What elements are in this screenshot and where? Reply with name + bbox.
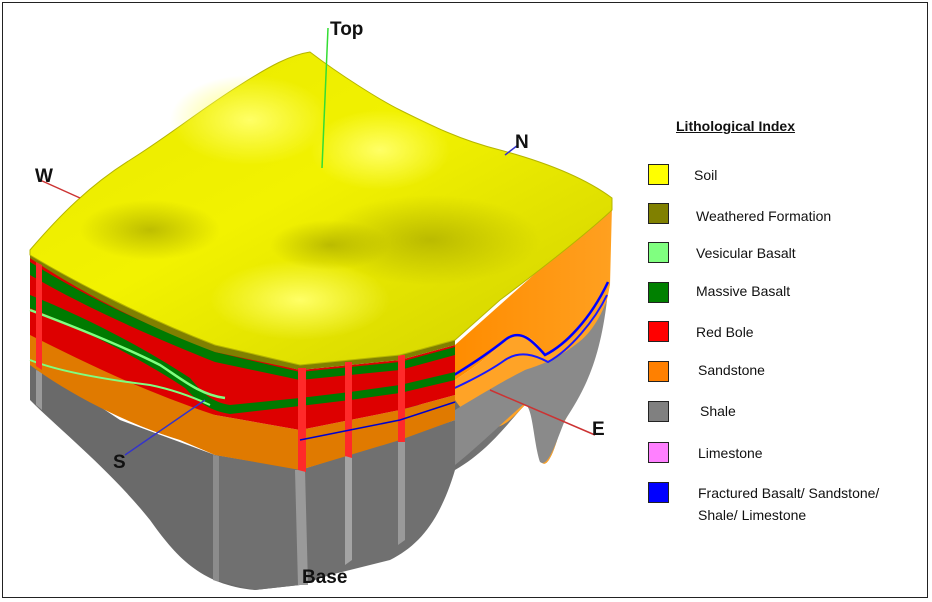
south-label: S bbox=[113, 452, 126, 473]
east-label: E bbox=[592, 419, 605, 440]
shale-streak bbox=[345, 455, 352, 565]
legend-label: Shale bbox=[700, 403, 736, 419]
shale-east-lower bbox=[455, 300, 607, 465]
legend-swatch bbox=[648, 321, 669, 342]
base-label: Base bbox=[302, 567, 347, 588]
shale-streak bbox=[213, 455, 219, 582]
shale-streak bbox=[295, 470, 308, 585]
sandstone-east-face bbox=[455, 205, 612, 380]
vesicular-basalt-line bbox=[29, 308, 226, 400]
legend-swatch bbox=[648, 242, 669, 263]
legend-swatch bbox=[648, 361, 669, 382]
south-axis-line bbox=[124, 399, 206, 456]
soil-hill-highlight bbox=[210, 260, 390, 340]
legend-swatch bbox=[648, 442, 669, 463]
red-bole-streak bbox=[36, 262, 42, 370]
top-axis-line bbox=[321, 27, 329, 169]
legend-label: Massive Basalt bbox=[696, 283, 791, 299]
legend-label: Sandstone bbox=[698, 362, 765, 378]
fractured-basalt-line bbox=[299, 401, 456, 441]
soil-shade bbox=[320, 195, 540, 285]
soil-hill-highlight bbox=[170, 75, 330, 165]
vesicular-basalt-line bbox=[29, 359, 211, 406]
legend-swatch bbox=[648, 164, 669, 185]
north-axis-line bbox=[504, 144, 519, 156]
west-axis-line bbox=[39, 179, 81, 199]
legend-label-line2: Shale/ Limestone bbox=[698, 507, 807, 523]
legend-label: Vesicular Basalt bbox=[696, 245, 796, 261]
west-label: W bbox=[35, 166, 53, 187]
legend-label: Fractured Basalt/ Sandstone/ bbox=[698, 485, 880, 501]
shale-front-face-center bbox=[215, 420, 455, 590]
east-axis-line bbox=[489, 389, 596, 436]
soil-hill-highlight bbox=[310, 110, 450, 190]
legend-swatch bbox=[648, 482, 669, 503]
legend-label: Soil bbox=[694, 167, 718, 183]
red-bole-streak bbox=[398, 355, 405, 442]
legend-label: Limestone bbox=[698, 445, 763, 461]
legend-title: Lithological Index bbox=[676, 118, 796, 134]
soil-shade bbox=[80, 200, 220, 260]
top-label: Top bbox=[330, 19, 363, 40]
legend-swatch bbox=[648, 401, 669, 422]
legend-swatch bbox=[648, 282, 669, 303]
red-bole-streak bbox=[298, 368, 306, 472]
soil-shade bbox=[270, 220, 390, 270]
red-bole-streak bbox=[345, 362, 352, 458]
legend-swatch bbox=[648, 203, 669, 224]
legend-label: Red Bole bbox=[696, 324, 754, 340]
legend-label: Weathered Formation bbox=[696, 208, 832, 224]
shale-streak bbox=[398, 440, 405, 545]
shale-streak bbox=[36, 370, 42, 410]
north-label: N bbox=[515, 132, 529, 153]
